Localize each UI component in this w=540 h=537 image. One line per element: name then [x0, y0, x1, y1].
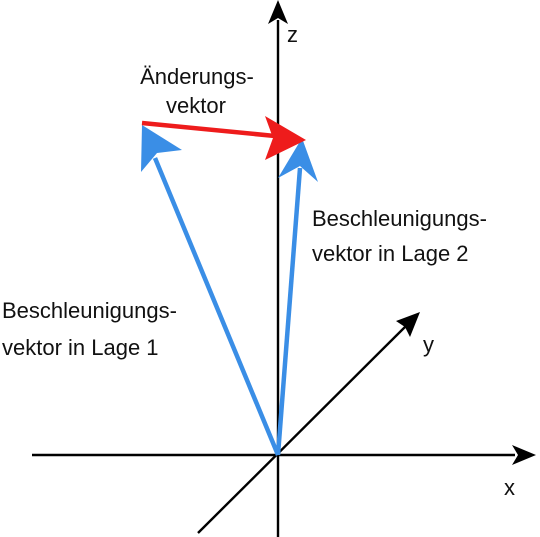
vector1-label: Beschleunigungs- vektor in Lage 1 [2, 298, 183, 360]
vector1-label-line1: Beschleunigungs- [2, 298, 177, 323]
z-axis-label: z [287, 22, 298, 47]
acceleration-vector-1 [141, 125, 281, 456]
change-vector [141, 116, 306, 160]
change-vector-label: Änderungs- vektor [140, 64, 260, 118]
y-axis-label: y [423, 332, 434, 357]
vector1-label-line2: vektor in Lage 1 [2, 335, 159, 360]
vector2-label: Beschleunigungs- vektor in Lage 2 [312, 206, 493, 266]
z-axis-arrowhead [268, 0, 288, 24]
acceleration-vector-1-arrowhead [141, 125, 182, 172]
vector2-label-line2: vektor in Lage 2 [312, 241, 469, 266]
acceleration-vector-2 [275, 138, 318, 456]
x-axis-arrowhead [512, 445, 536, 465]
y-axis-arrowhead [396, 312, 420, 337]
acceleration-vector-2-arrowhead [278, 138, 318, 182]
x-axis-label: x [504, 475, 515, 500]
vector2-label-line1: Beschleunigungs- [312, 206, 487, 231]
axes [32, 0, 536, 537]
change-vector-label-line1: Änderungs- [140, 64, 254, 89]
change-vector-label-line2: vektor [166, 93, 226, 118]
change-vector-arrowhead [265, 116, 306, 160]
y-axis [197, 321, 411, 534]
